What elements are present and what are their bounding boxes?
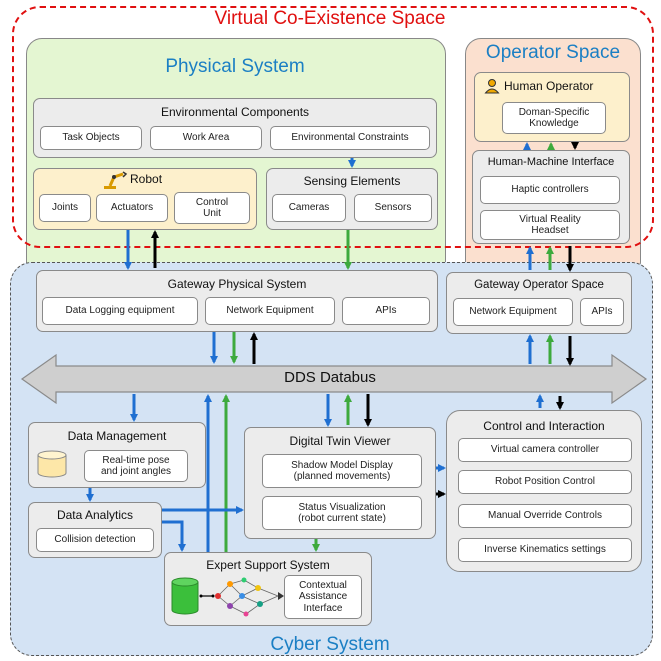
gateway-physical-title: Gateway Physical System	[167, 277, 307, 291]
contextual-assistance-box: Contextual Assistance Interface	[284, 575, 362, 619]
environmental-constraints-box: Environmental Constraints	[270, 126, 430, 150]
control-unit-box: Control Unit	[174, 192, 250, 224]
data-logging-box: Data Logging equipment	[42, 297, 198, 325]
knowledge-graph-icon	[171, 577, 284, 617]
gw-operator-apis-box: APIs	[580, 298, 624, 326]
collision-detection-box: Collision detection	[36, 528, 154, 552]
gw-operator-network-box: Network Equipment	[453, 298, 573, 326]
virtual-space-title: Virtual Co-Existence Space	[214, 8, 446, 29]
status-visualization-box: Status Visualization (robot current stat…	[262, 496, 422, 530]
virtual-camera-box: Virtual camera controller	[458, 438, 632, 462]
realtime-pose-box: Real-time pose and joint angles	[84, 450, 188, 482]
dds-databus-label: DDS Databus	[284, 369, 376, 386]
task-objects-box: Task Objects	[40, 126, 142, 150]
sensors-box: Sensors	[354, 194, 432, 222]
manual-override-box: Manual Override Controls	[458, 504, 632, 528]
inverse-kinematics-box: Inverse Kinematics settings	[458, 538, 632, 562]
cyber-system-title: Cyber System	[270, 634, 390, 655]
sensing-elements-title: Sensing Elements	[303, 174, 401, 188]
gw-physical-apis-box: APIs	[342, 297, 430, 325]
vr-headset-box: Virtual Reality Headset	[480, 210, 620, 240]
expert-support-title: Expert Support System	[206, 558, 330, 572]
domain-knowledge-box: Doman-Specific Knowledge	[502, 102, 606, 134]
human-operator-title: Human Operator	[504, 79, 594, 93]
gw-physical-network-box: Network Equipment	[205, 297, 335, 325]
cameras-box: Cameras	[272, 194, 346, 222]
environmental-components-title: Environmental Components	[160, 105, 310, 119]
database-icon	[37, 450, 67, 478]
operator-space-title: Operator Space	[485, 42, 621, 63]
robot-title: Robot	[130, 172, 163, 186]
data-management-title: Data Management	[67, 429, 167, 443]
virtual-coexistence-region	[12, 6, 654, 248]
person-icon	[484, 79, 500, 94]
joints-box: Joints	[39, 194, 91, 222]
gateway-operator-title: Gateway Operator Space	[474, 279, 604, 291]
shadow-model-box: Shadow Model Display (planned movements)	[262, 454, 422, 488]
work-area-box: Work Area	[150, 126, 262, 150]
control-interaction-title: Control and Interaction	[483, 419, 605, 433]
physical-system-title: Physical System	[165, 56, 305, 77]
actuators-box: Actuators	[96, 194, 168, 222]
digital-twin-title: Digital Twin Viewer	[289, 434, 391, 448]
robot-position-box: Robot Position Control	[458, 470, 632, 494]
haptic-controllers-box: Haptic controllers	[480, 176, 620, 204]
dds-databus-arrow	[20, 353, 648, 405]
data-analytics-title: Data Analytics	[56, 508, 134, 522]
hmi-title: Human-Machine Interface	[487, 156, 615, 168]
robot-arm-icon	[104, 171, 128, 189]
